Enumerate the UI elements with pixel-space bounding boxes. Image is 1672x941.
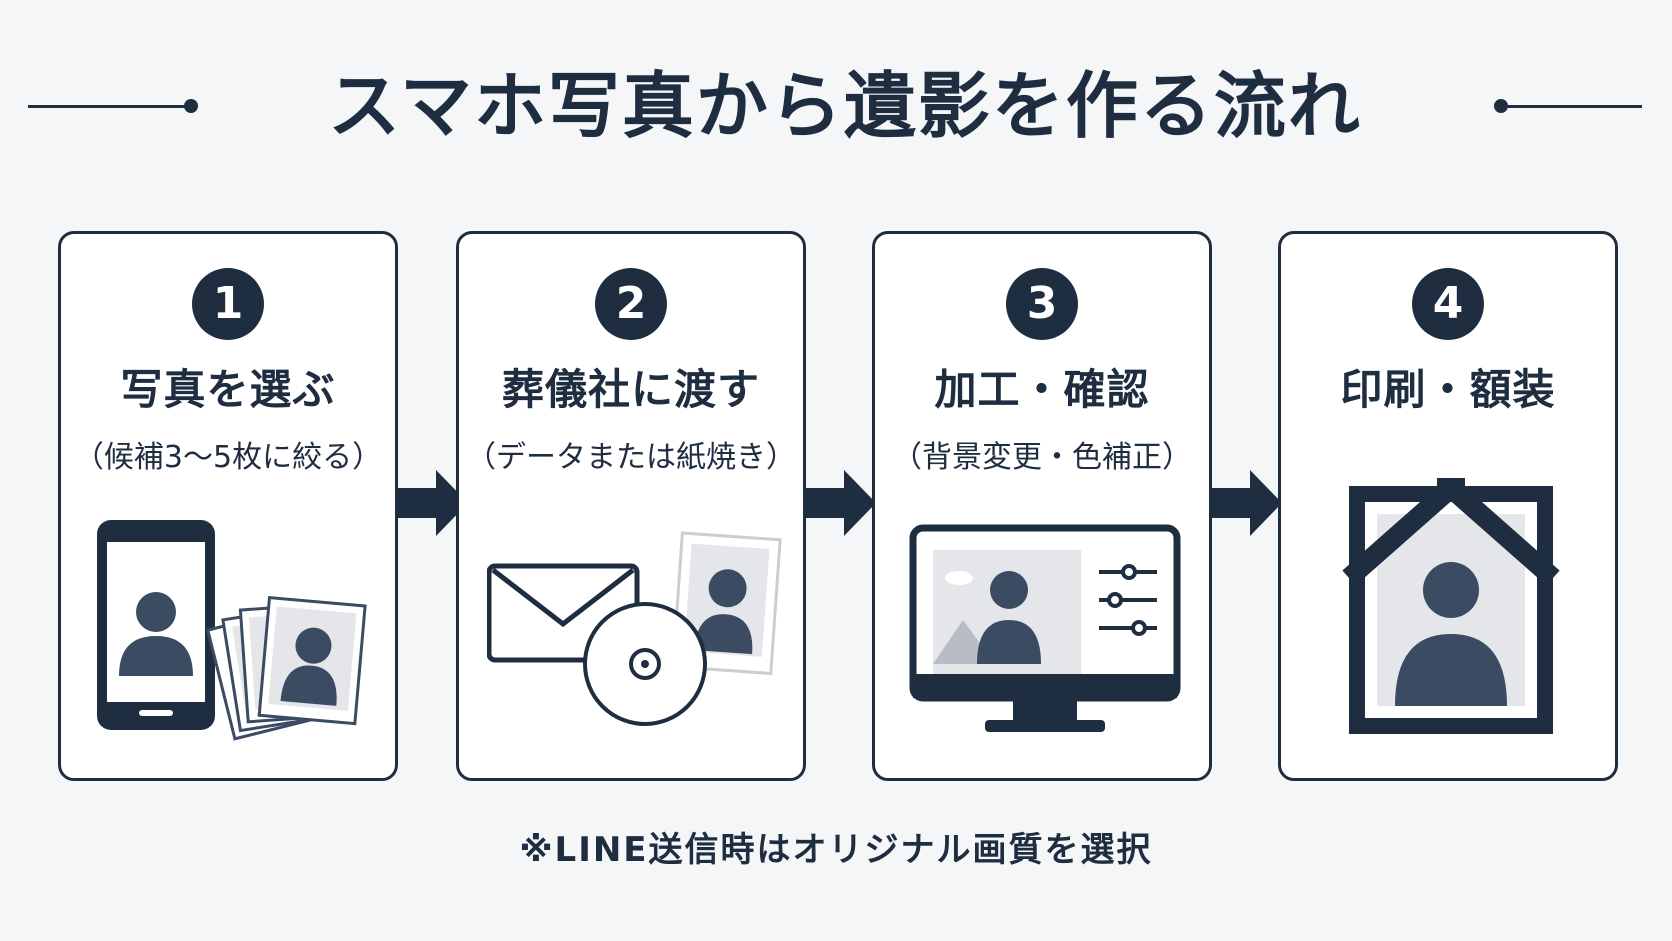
mail-disc-photo-icon: [487, 531, 782, 726]
note-line-original-quality: ※LINE送信時はオリジナル画質を選択: [519, 830, 1153, 870]
page-title: スマホ写真から遺影を作る流れ: [328, 64, 1362, 148]
step-card-3: 3 加工・確認 （背景変更・色補正）: [872, 231, 1212, 781]
step-subtitle: （背景変更・色補正）: [892, 440, 1192, 475]
step-card-4: 4 印刷・額装: [1278, 231, 1618, 781]
step-card-2: 2 葬儀社に渡す （データまたは紙焼き）: [456, 231, 806, 781]
step-title: 印刷・額装: [1340, 365, 1556, 414]
step-title: 葬儀社に渡す: [501, 365, 760, 414]
title-dot-left: [184, 99, 198, 113]
step-subtitle: （データまたは紙焼き）: [466, 440, 796, 475]
step-title: 加工・確認: [934, 365, 1150, 414]
smartphone-photos-icon: [97, 520, 367, 741]
title-line-left: [28, 105, 190, 108]
arrow-right-icon: [1212, 470, 1282, 536]
monitor-editing-icon: [909, 524, 1181, 732]
step-number-badge: 3: [1006, 268, 1078, 340]
title-line-right: [1500, 105, 1642, 108]
step-number-badge: 4: [1412, 268, 1484, 340]
arrow-right-icon: [806, 470, 876, 536]
step-card-1: 1 写真を選ぶ （候補3〜5枚に絞る）: [58, 231, 398, 781]
framed-portrait-ribbon-icon: [1342, 478, 1560, 734]
step-number-badge: 2: [595, 268, 667, 340]
step-subtitle: （候補3〜5枚に絞る）: [73, 440, 383, 475]
step-number-badge: 1: [192, 268, 264, 340]
step-title: 写真を選ぶ: [120, 365, 336, 414]
arrow-right-icon: [398, 470, 468, 536]
title-row: スマホ写真から遺影を作る流れ: [0, 58, 1672, 154]
